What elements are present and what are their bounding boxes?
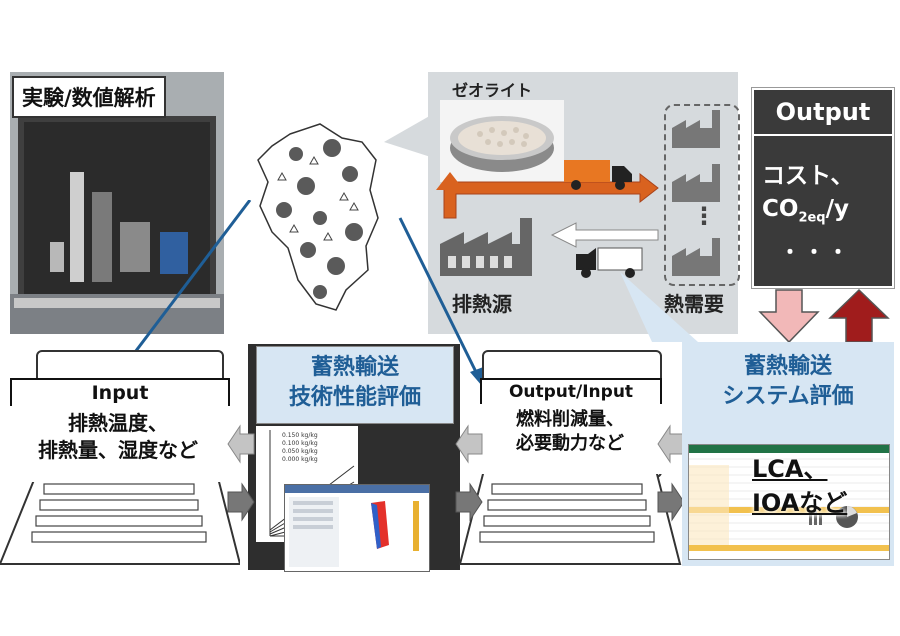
arrows-mid-group — [455, 424, 483, 522]
output-co2-main: CO — [762, 196, 799, 222]
callout-pointer — [384, 110, 440, 160]
demand-factories-icon — [672, 110, 720, 276]
arrows-right-group — [657, 424, 685, 522]
output-exchange-arrows — [758, 288, 890, 344]
simulation-screenshot — [284, 484, 430, 572]
input-line2: 排熱量、湿度など — [38, 438, 198, 462]
lca-line1: LCA、 — [752, 455, 828, 483]
demand-dots: ⋮ — [692, 202, 716, 230]
system-eval-line2: システム評価 — [722, 383, 854, 409]
heat-source-factory-icon — [440, 218, 532, 276]
experiment-label: 実験/数値解析 — [12, 76, 166, 118]
orange-truck-icon — [564, 160, 632, 190]
output-etc: ・・・ — [780, 240, 852, 264]
legend-item: 0.150 kg/kg — [282, 432, 318, 439]
arrows-left-group — [227, 424, 255, 522]
white-truck-icon — [576, 247, 643, 278]
return-arrow — [550, 222, 659, 248]
tech-eval-line2: 技術性能評価 — [288, 384, 421, 410]
zeolite-dish-icon — [450, 116, 554, 172]
spreadsheet-icon — [689, 445, 889, 551]
system-eval-line1: 蓄熱輸送 — [743, 354, 832, 379]
tech-eval-line1: 蓄熱輸送 — [310, 355, 399, 380]
output-input-line1: 燃料削減量、 — [516, 409, 624, 430]
laptop-left-keyboard — [0, 470, 240, 565]
zeolite-label: ゼオライト — [452, 81, 533, 100]
output-co2-tail: /y — [825, 196, 850, 222]
output-co2: CO2eq/y — [762, 196, 849, 226]
heat-demand-label: 熱需要 — [664, 292, 724, 316]
output-title: Output — [754, 90, 892, 136]
output-input-line2: 必要動力など — [516, 433, 624, 455]
spreadsheet-image — [688, 444, 890, 560]
legend-item: 0.050 kg/kg — [282, 448, 318, 455]
output-cost: コスト、 — [762, 163, 854, 189]
zeolite-photo — [440, 100, 564, 182]
heat-source-label: 排熱源 — [452, 292, 512, 316]
input-line1: 排熱温度、 — [68, 411, 168, 435]
input-details: 排熱温度、 排熱量、湿度など — [6, 406, 230, 482]
lca-label: LCA、 IOAなど — [752, 452, 847, 520]
chart-legend: 0.150 kg/kg 0.100 kg/kg 0.050 kg/kg 0.00… — [282, 432, 318, 464]
heat-demand-group: ⋮ — [664, 104, 740, 286]
input-title: Input — [10, 378, 230, 408]
laptop-mid-keyboard — [458, 470, 682, 565]
tech-eval-title: 蓄熱輸送 技術性能評価 — [256, 346, 454, 424]
transport-arrows — [436, 172, 659, 219]
kyushu-map-icon — [257, 123, 379, 311]
simulation-image — [285, 485, 429, 567]
lca-line2: IOAなど — [752, 489, 848, 517]
output-box: Output コスト、 CO2eq/y ・・・ — [752, 88, 894, 288]
output-co2-sub: 2eq — [798, 210, 826, 226]
legend-item: 0.100 kg/kg — [282, 440, 318, 447]
output-input-title: Output/Input — [480, 378, 662, 406]
output-input-details: 燃料削減量、 必要動力など — [476, 404, 664, 474]
sys-eval-pointer — [620, 272, 698, 342]
experiment-container-image — [10, 72, 224, 334]
system-eval-title: 蓄熱輸送 システム評価 — [690, 346, 886, 422]
legend-item: 0.000 kg/kg — [282, 456, 318, 463]
